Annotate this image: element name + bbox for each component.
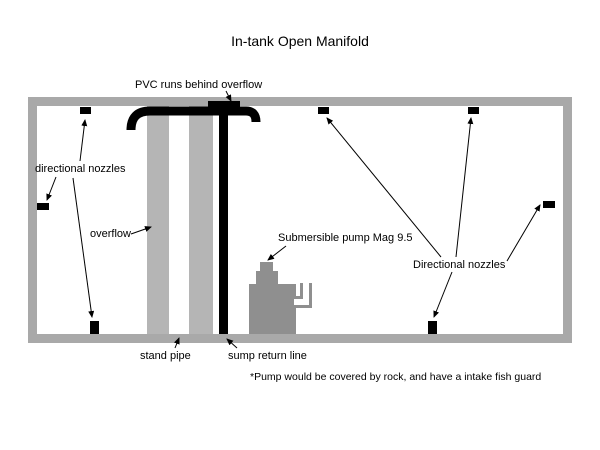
nozzle-right-wall: [543, 201, 555, 208]
manifold-tee-fitting: [208, 101, 240, 112]
pump-fitting-top: [260, 262, 273, 271]
pump-body: [249, 284, 296, 334]
label-overflow: overflow: [90, 228, 131, 240]
arrow-right-label-to-bottom-nozzle: [433, 271, 453, 318]
nozzle-bottom-right: [428, 321, 437, 334]
arrow-pvc-to-manifold: [225, 90, 232, 102]
label-sump-return-line: sump return line: [228, 350, 307, 362]
arrow-left-label-to-left-nozzle: [46, 176, 57, 201]
arrow-left-label-to-top-nozzle: [79, 119, 88, 162]
stand-pipe: [169, 106, 189, 334]
nozzle-left-wall: [37, 203, 49, 210]
label-directional-nozzles-right: Directional nozzles: [413, 259, 506, 271]
pump-fitting-mid: [256, 271, 278, 284]
nozzle-top-middle: [318, 107, 329, 114]
arrow-left-label-to-bottom-nozzle: [72, 177, 95, 318]
nozzle-top-left: [80, 107, 91, 114]
arrow-pump: [267, 245, 287, 261]
arrow-sump-return: [226, 338, 238, 349]
arrow-stand-pipe: [173, 337, 180, 349]
sump-return-pipe: [219, 109, 228, 334]
diagram-title: In-tank Open Manifold: [231, 33, 369, 49]
arrow-overflow: [130, 226, 152, 235]
arrow-right-label-to-top-right-nozzle: [455, 117, 474, 258]
overflow-column-right: [189, 106, 213, 334]
label-directional-nozzles-left: directional nozzles: [35, 163, 126, 175]
footnote: *Pump would be covered by rock, and have…: [250, 371, 542, 383]
pump-outlet-pipe-bore: [294, 283, 309, 305]
arrow-right-label-to-right-nozzle: [506, 204, 541, 262]
arrow-right-label-to-top-middle-nozzle: [326, 117, 442, 258]
label-submersible-pump: Submersible pump Mag 9.5: [278, 232, 413, 244]
overflow-column-left: [147, 106, 169, 334]
label-stand-pipe: stand pipe: [140, 350, 191, 362]
label-pvc-runs-behind-overflow: PVC runs behind overflow: [135, 79, 263, 91]
nozzle-bottom-left: [90, 321, 99, 334]
nozzle-top-right: [468, 107, 479, 114]
manifold-pipe: [126, 106, 261, 131]
